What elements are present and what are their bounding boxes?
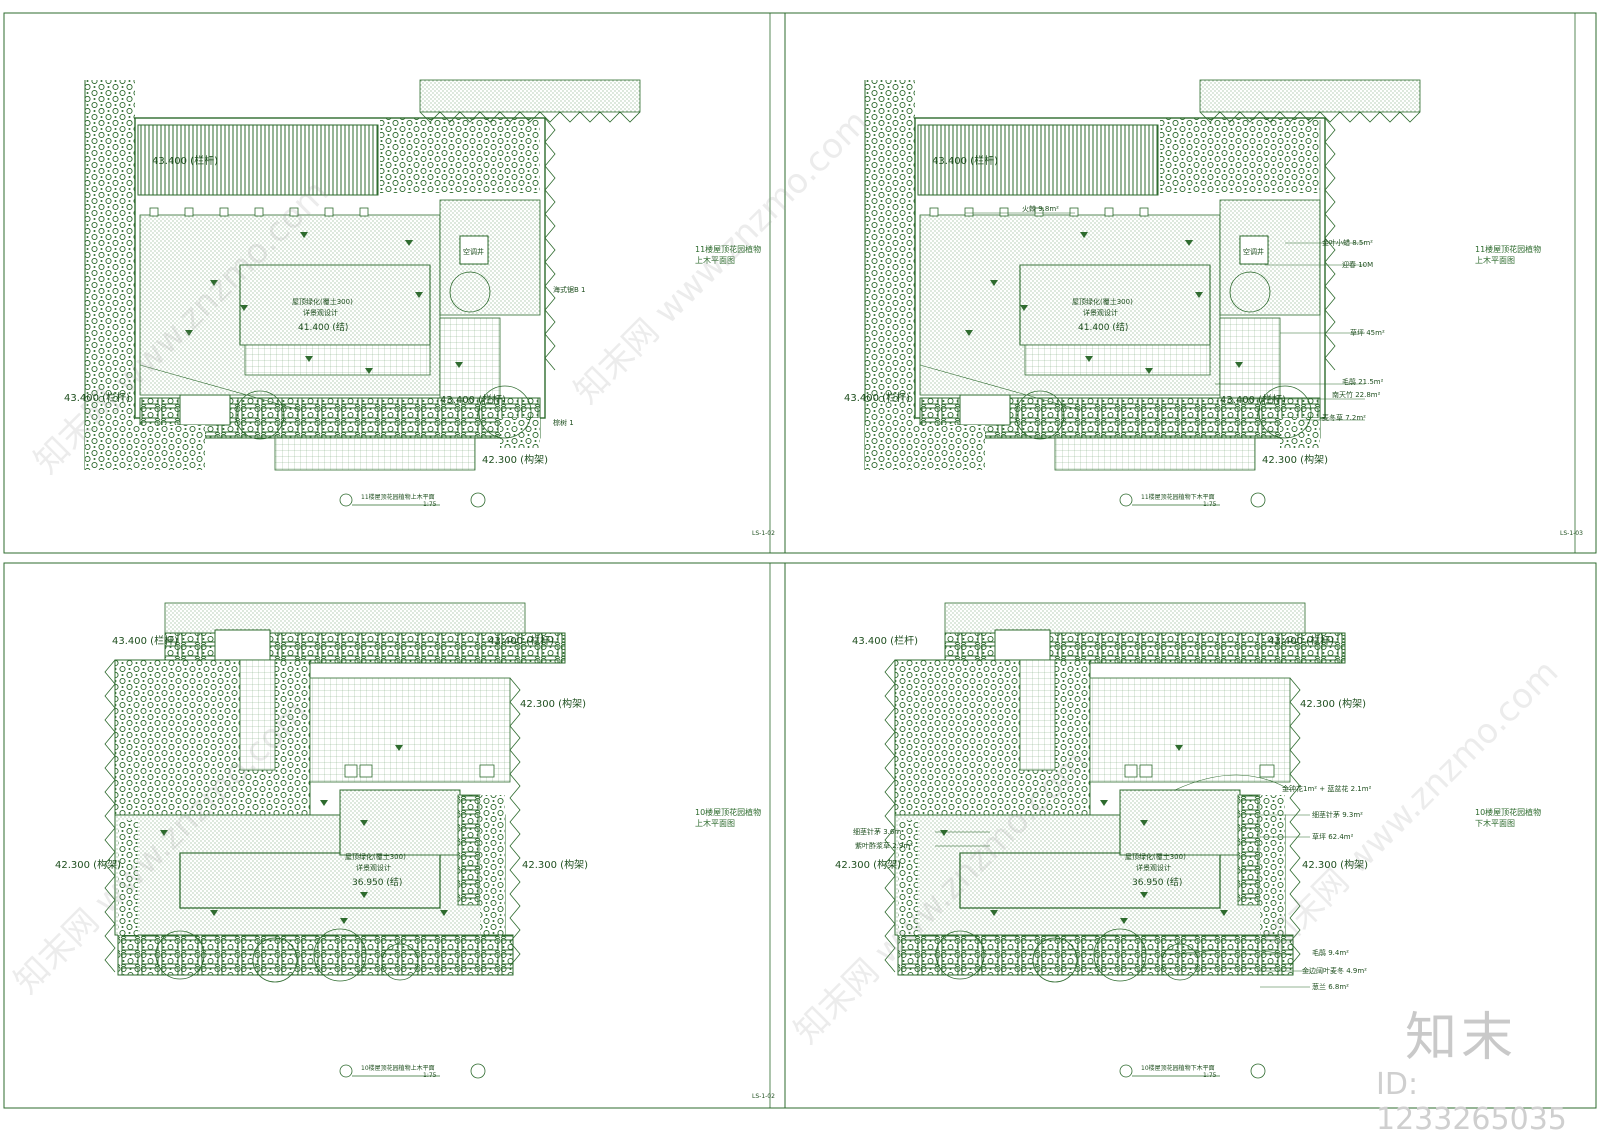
sheet1-callout-3: 空调井	[463, 248, 484, 256]
sheet4-elev-2: 43.400 (栏杆)	[1268, 636, 1334, 647]
sheet3-elev-4: 42.300 (构架)	[55, 860, 121, 871]
sheet2-center-2: 详景观设计	[1083, 309, 1118, 317]
sheet4-plant-7: 金边阔叶麦冬 4.9m²	[1302, 967, 1367, 975]
sheet4-plant-3: 草坪 62.4m²	[1312, 833, 1354, 841]
sheet4-center-1: 屋顶绿化(覆土300)	[1125, 853, 1186, 861]
sheet3-center-1: 屋顶绿化(覆土300)	[345, 853, 406, 861]
sheet-frame-4	[784, 562, 1597, 1109]
north-arrow-icon	[470, 1063, 486, 1079]
sheet4-plant-8: 葱兰 6.8m²	[1312, 983, 1349, 991]
sheet2-side-title-2: 上木平面图	[1475, 256, 1515, 265]
sheet3-elev-2: 43.400 (栏杆)	[488, 636, 554, 647]
sheet1-elev-4: 42.300 (构架)	[482, 455, 548, 466]
sheet2-plant-2: 金叶小蜡 8.5m²	[1322, 239, 1373, 247]
brand-logo: 知末	[1405, 1008, 1518, 1068]
sheet2-callout-1: 空调井	[1243, 248, 1264, 256]
sheet4-plant-2: 细茎针茅 9.3m²	[1312, 811, 1363, 819]
sheet4-plant-4: 细茎针茅 3.6m	[853, 828, 902, 836]
sheet4-center-2: 详景观设计	[1136, 864, 1171, 872]
sheet4-plant-1: 金钟花1m² + 蓝盆花 2.1m²	[1282, 785, 1372, 793]
image-id-label: ID: 1233265035	[1376, 1067, 1567, 1137]
sheet4-side-title-2: 下木平面图	[1475, 819, 1515, 828]
sheet2-elev-1: 43.400 (栏杆)	[932, 156, 998, 167]
sheet3-center-2: 详景观设计	[356, 864, 391, 872]
sheet4-elev-5: 42.300 (构架)	[1302, 860, 1368, 871]
sheet1-callout-2: 棕树 1	[553, 419, 574, 427]
sheet3-scale: 1:75	[423, 1072, 437, 1079]
sheet1-number: LS-1-02	[752, 530, 775, 537]
north-arrow-icon	[1250, 492, 1266, 508]
sheet3-elev-5: 42.300 (构架)	[522, 860, 588, 871]
sheet2-center-3: 41.400 (结)	[1078, 323, 1129, 333]
section-marker	[339, 493, 353, 507]
sheet1-center-1: 屋顶绿化(覆土300)	[292, 298, 353, 306]
north-arrow-icon	[470, 492, 486, 508]
sheet2-scale: 1:75	[1203, 501, 1217, 508]
sheet1-caption: 11楼屋顶花园植物上木平面	[361, 494, 435, 501]
sheet3-caption: 10楼屋顶花园植物上木平面	[361, 1065, 435, 1072]
section-marker	[1119, 493, 1133, 507]
sheet2-elev-3: 43.400 (栏杆)	[1220, 395, 1286, 406]
sheet3-elev-1: 43.400 (栏杆)	[112, 636, 178, 647]
sheet2-side-title-1: 11楼屋顶花园植物	[1475, 245, 1542, 254]
section-marker	[1119, 1064, 1133, 1078]
sheet1-elev-2: 43.400 (栏杆)	[64, 393, 130, 404]
sheet2-plant-6: 南天竹 22.8m²	[1332, 391, 1381, 399]
sheet1-side-title-2: 上木平面图	[695, 256, 735, 265]
north-arrow-icon	[1250, 1063, 1266, 1079]
sheet3-side-title-2: 上木平面图	[695, 819, 735, 828]
sheet4-elev-4: 42.300 (构架)	[835, 860, 901, 871]
sheet2-number: LS-1-03	[1560, 530, 1583, 537]
sheet3-center-3: 36.950 (结)	[352, 878, 403, 888]
leaders-sheet-4	[935, 774, 1310, 988]
sheet4-elev-3: 42.300 (构架)	[1300, 699, 1366, 710]
sheet1-center-3: 41.400 (结)	[298, 323, 349, 333]
sheet2-elev-4: 42.300 (构架)	[1262, 455, 1328, 466]
section-marker	[339, 1064, 353, 1078]
sheet4-caption: 10楼屋顶花园植物下木平面	[1141, 1065, 1215, 1072]
plan-11f-upper	[84, 79, 641, 471]
plan-11f-lower	[864, 79, 1421, 471]
sheet3-side-title-1: 10楼屋顶花园植物	[695, 808, 762, 817]
sheet1-elev-1: 43.400 (栏杆)	[152, 156, 218, 167]
sheet2-plant-4: 草坪 45m²	[1350, 329, 1385, 337]
plan-10f-lower	[884, 602, 1346, 983]
sheet3-number: LS-1-02	[752, 1093, 775, 1100]
sheet2-center-1: 屋顶绿化(覆土300)	[1072, 298, 1133, 306]
sheet4-elev-1: 43.400 (栏杆)	[852, 636, 918, 647]
sheet2-plant-5: 毛鹃 21.5m²	[1342, 378, 1384, 386]
sheet2-elev-2: 43.400 (栏杆)	[844, 393, 910, 404]
plan-10f-upper	[104, 602, 566, 983]
leaders-sheet-2	[965, 120, 1365, 421]
sheet4-plant-5: 紫叶酢浆草 2.9m²	[855, 842, 913, 850]
sheet4-plant-6: 毛鹃 9.4m²	[1312, 949, 1349, 957]
sheet2-plant-3: 迎春 10M	[1342, 261, 1374, 269]
sheet2-caption: 11楼屋顶花园植物下木平面	[1141, 494, 1215, 501]
sheet1-elev-3: 43.400 (栏杆)	[440, 395, 506, 406]
sheet-frame-2	[784, 12, 1597, 554]
sheet1-center-2: 详景观设计	[303, 309, 338, 317]
sheet4-scale: 1:75	[1203, 1072, 1217, 1079]
sheet1-callout-1: 海式锯B 1	[553, 286, 586, 294]
sheet2-plant-7: 麦冬草 7.2m²	[1322, 414, 1366, 422]
sheet1-scale: 1:75	[423, 501, 437, 508]
sheet4-center-3: 36.950 (结)	[1132, 878, 1183, 888]
sheet3-elev-3: 42.300 (构架)	[520, 699, 586, 710]
sheet4-side-title-1: 10楼屋顶花园植物	[1475, 808, 1542, 817]
sheet1-side-title-1: 11楼屋顶花园植物	[695, 245, 762, 254]
sheet2-plant-1: 火棘 9.8m²	[1022, 205, 1059, 213]
